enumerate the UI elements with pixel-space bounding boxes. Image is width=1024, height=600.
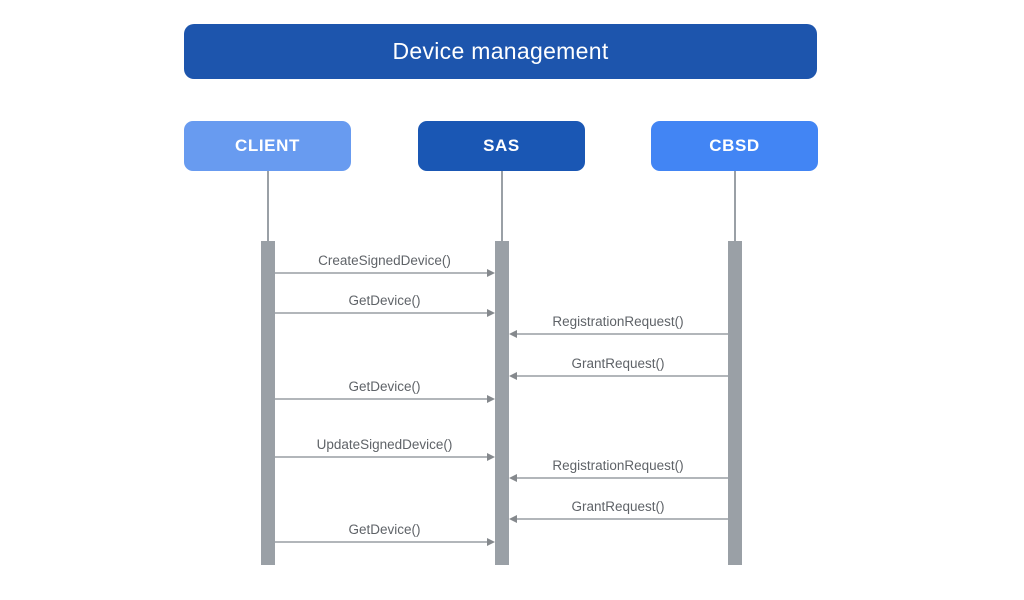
message-arrow-line	[274, 398, 489, 400]
arrowhead-icon	[508, 474, 517, 482]
arrowhead-icon	[486, 538, 495, 546]
actor-label: CLIENT	[235, 136, 300, 155]
message-label: GetDevice()	[348, 522, 421, 537]
actor-box-cbsd: CBSD	[651, 121, 818, 171]
message-label: GetDevice()	[348, 293, 421, 308]
message-arrow-line	[514, 477, 728, 479]
arrowhead-icon	[508, 372, 517, 380]
lifeline-client	[266, 171, 269, 241]
activation-bar-cbsd	[727, 241, 742, 565]
lifeline-sas	[500, 171, 503, 241]
message-label: UpdateSignedDevice()	[316, 437, 453, 452]
message-arrow-line	[274, 541, 489, 543]
lifeline-cbsd	[733, 171, 736, 241]
arrowhead-icon	[486, 309, 495, 317]
arrowhead-icon	[508, 515, 517, 523]
message-label: GetDevice()	[348, 379, 421, 394]
message-label: GrantRequest()	[571, 356, 665, 371]
message-arrow-line	[514, 518, 728, 520]
actor-box-sas: SAS	[418, 121, 585, 171]
actor-box-client: CLIENT	[184, 121, 351, 171]
activation-bar-client	[260, 241, 275, 565]
arrowhead-icon	[486, 453, 495, 461]
arrowhead-icon	[486, 395, 495, 403]
diagram-title-banner: Device management	[184, 24, 817, 79]
message-arrow-line	[274, 312, 489, 314]
message-label: GrantRequest()	[571, 499, 665, 514]
arrowhead-icon	[508, 330, 517, 338]
message-arrow-line	[514, 375, 728, 377]
message-label: RegistrationRequest()	[552, 458, 684, 473]
actor-label: SAS	[483, 136, 520, 155]
activation-bar-sas	[494, 241, 509, 565]
message-arrow-line	[274, 456, 489, 458]
message-label: RegistrationRequest()	[552, 314, 684, 329]
message-label: CreateSignedDevice()	[318, 253, 451, 268]
message-arrow-line	[514, 333, 728, 335]
diagram-title: Device management	[392, 38, 609, 64]
message-arrow-line	[274, 272, 489, 274]
arrowhead-icon	[486, 269, 495, 277]
actor-label: CBSD	[709, 136, 760, 155]
